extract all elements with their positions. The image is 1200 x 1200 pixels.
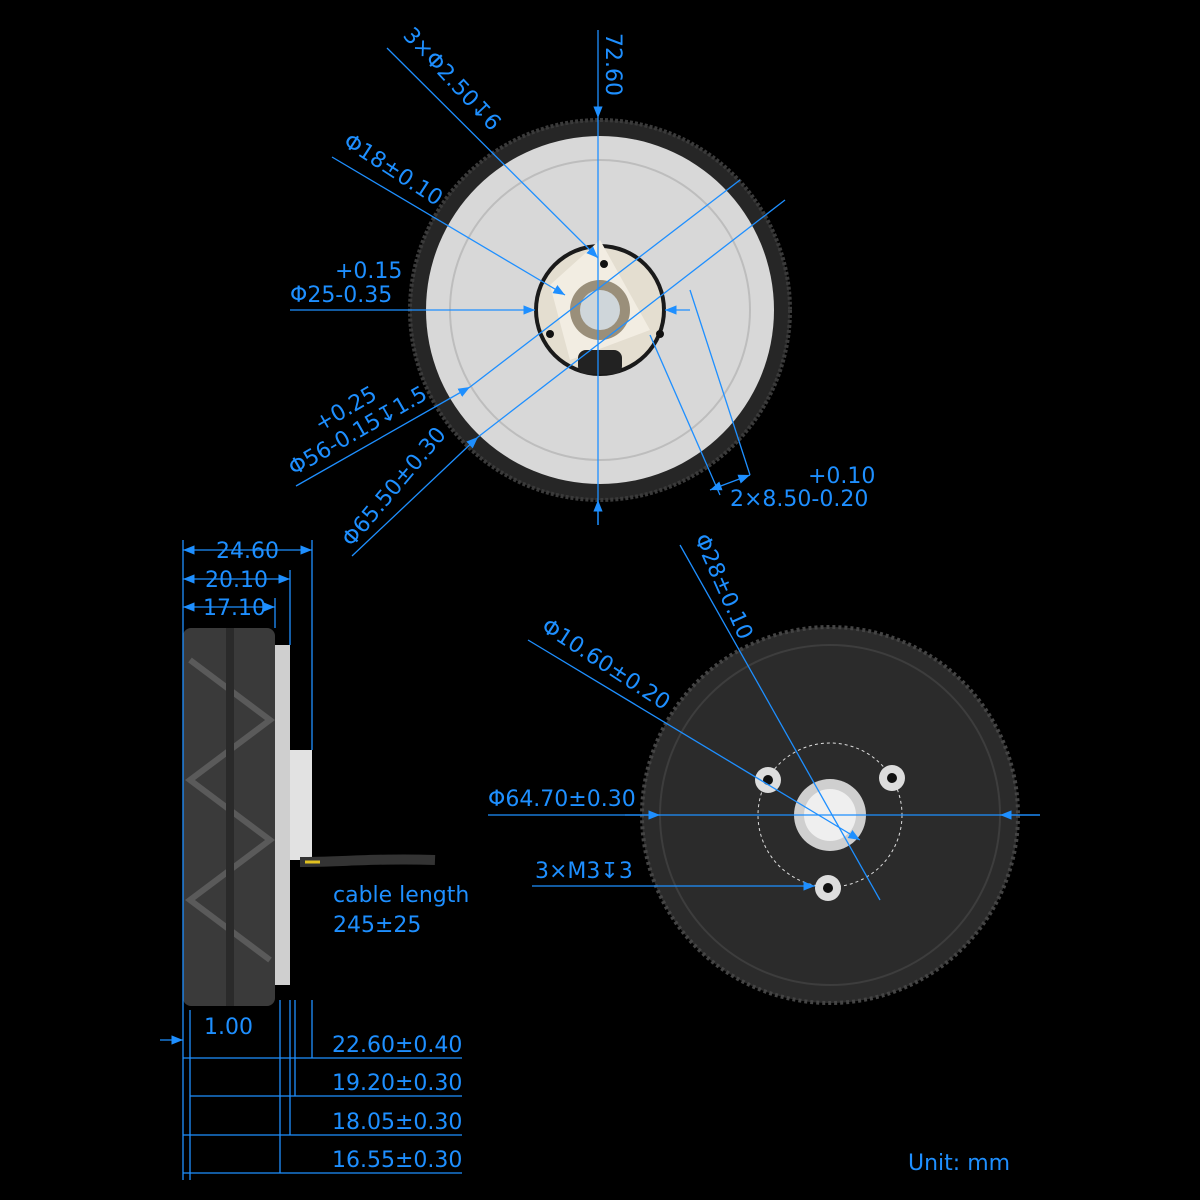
width-17-10: 17.10 — [203, 596, 266, 621]
depth-22-60: 22.60±0.40 — [332, 1033, 462, 1058]
depth-18-05: 18.05±0.30 — [332, 1110, 462, 1135]
width-20-10: 20.10 — [205, 568, 268, 593]
outer-diameter-label: Φ64.70±0.30 — [488, 787, 636, 812]
depth-16-55: 16.55±0.30 — [332, 1148, 462, 1173]
center-bore-label: Φ10.60±0.20 — [537, 614, 675, 715]
slot-tolerance-label: +0.10 — [808, 464, 875, 489]
dimension-lines — [160, 30, 1040, 1180]
hub-tolerance-label: +0.15 — [335, 259, 402, 284]
width-24-60: 24.60 — [216, 539, 279, 564]
pcd-label: Φ28±0.10 — [689, 530, 758, 643]
depth-19-20: 19.20±0.30 — [332, 1071, 462, 1096]
side-view-wheel — [183, 628, 436, 1006]
slot-label: 2×8.50-0.20 — [730, 487, 868, 512]
holes-label: 3×Φ2.50↧6 — [398, 23, 506, 136]
cable-length-value: 245±25 — [333, 913, 421, 938]
offset-1-00: 1.00 — [204, 1015, 253, 1040]
threads-label: 3×M3↧3 — [535, 859, 633, 884]
hub-label: Φ25-0.35 — [290, 283, 392, 308]
unit-label: Unit: mm — [908, 1151, 1010, 1176]
cable-length-label: cable length — [333, 883, 469, 908]
height-label: 72.60 — [600, 33, 625, 96]
